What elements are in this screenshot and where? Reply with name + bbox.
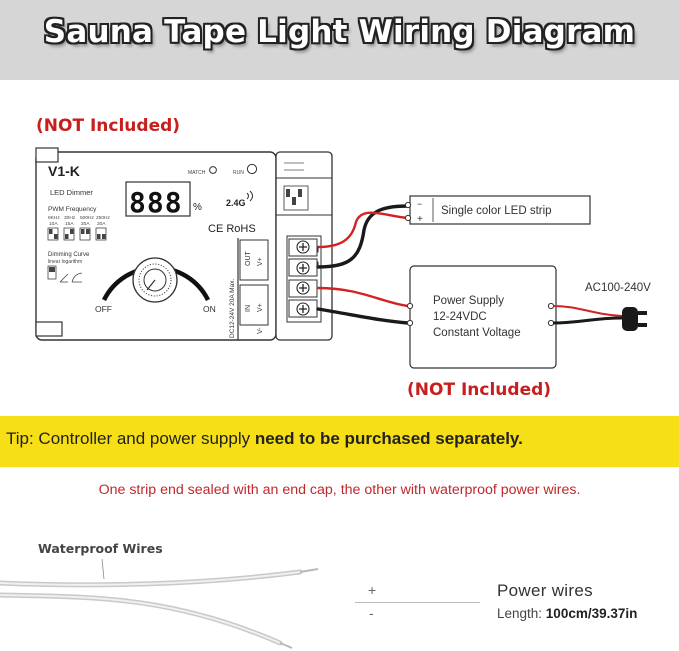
led-strip-label: Single color LED strip [441, 205, 552, 217]
in-vplus-label: V+ [257, 303, 264, 312]
dimming-curve-types: linear logarithm [48, 259, 82, 265]
plug-icon [622, 307, 638, 331]
pwm-frequency-label: PWM Frequency [48, 206, 97, 213]
strip-minus: − [417, 199, 422, 209]
tip-text: Tip: Controller and power supply need to… [6, 429, 523, 449]
power-supply-not-included-label: (NOT Included) [407, 380, 552, 400]
tip-band [0, 416, 679, 467]
log-curve-icon [71, 272, 83, 283]
out-vplus-label: V+ [257, 257, 264, 266]
led-display [125, 181, 191, 217]
wireless-label: 2.4G [226, 198, 246, 208]
wiring-diagram: V1-K LED Dimmer PWM Frequency 8KHz 30Hz … [35, 147, 651, 369]
wire-minus-sign: - [369, 605, 374, 621]
wire-plus-sign: + [368, 582, 377, 598]
output-wires [316, 204, 410, 269]
certification-label: CE RoHS [208, 223, 256, 235]
pwm-amp-4: 20A [97, 221, 106, 227]
pwm-freq-4: 250Hz [96, 215, 110, 221]
pwm-freq-3: 500Hz [80, 215, 94, 221]
knob-on-label: ON [203, 304, 216, 314]
power-wires-length: Length: 100cm/39.37in [497, 606, 637, 621]
run-label: RUN [233, 170, 244, 176]
terminal-block [275, 151, 333, 341]
display-digits: 888 [129, 186, 183, 219]
linear-curve-icon [59, 273, 69, 283]
strip-plus: + [417, 214, 423, 225]
controller-not-included-label: (NOT Included) [36, 116, 181, 136]
waterproof-wires-illustration [0, 558, 319, 649]
psu-line-2: 12-24VDC [433, 311, 487, 323]
ac-cord: AC100-240V [552, 282, 651, 331]
pwm-freq-2: 30Hz [64, 215, 76, 221]
psu-line-1: Power Supply [433, 295, 504, 307]
waterproof-wires-label: Waterproof Wires [38, 541, 163, 556]
input-wires [316, 286, 410, 325]
in-label: IN [245, 305, 252, 312]
power-supply: Power Supply 12-24VDC Constant Voltage [406, 265, 557, 369]
dimmer-model: V1-K [48, 163, 80, 179]
tip-emphasis: need to be purchased separately. [254, 429, 523, 448]
psu-line-3: Constant Voltage [433, 327, 521, 339]
power-wires-title: Power wires [497, 581, 593, 600]
pwm-amp-2: 15A [65, 221, 74, 227]
tip-prefix: Tip: Controller and power supply [6, 429, 255, 448]
in-vminus-label: V- [257, 327, 264, 334]
length-prefix: Length: [497, 606, 546, 621]
pwm-amp-1: 10A [49, 221, 58, 227]
led-dimmer-controller: V1-K LED Dimmer PWM Frequency 8KHz 30Hz … [35, 147, 277, 341]
wire-divider [355, 602, 480, 603]
match-label: MATCH [188, 170, 206, 176]
ac-voltage-label: AC100-240V [585, 282, 651, 294]
dimming-curve-label: Dimming Curve [48, 252, 90, 258]
knob-off-label: OFF [95, 304, 112, 314]
match-button [209, 166, 217, 174]
run-indicator [246, 163, 258, 175]
percent-sign: % [193, 202, 202, 213]
dimmer-subtitle: LED Dimmer [50, 188, 93, 197]
rating-label: DC12-24V 20A Max. [229, 279, 236, 338]
led-strip: − + Single color LED strip [404, 195, 591, 225]
length-value: 100cm/39.37in [545, 606, 638, 621]
page-title: Sauna Tape Light Wiring Diagram [43, 14, 636, 50]
wireless-icon [246, 190, 253, 202]
pwm-freq-1: 8KHz [48, 215, 60, 221]
pwm-switches: 8KHz 30Hz 500Hz 250Hz 10A 15A 20A 20A [47, 215, 110, 241]
end-cap-note: One strip end sealed with an end cap, th… [98, 482, 581, 498]
title-band [0, 0, 679, 80]
out-label: OUT [245, 251, 252, 267]
pwm-amp-3: 20A [81, 221, 90, 227]
